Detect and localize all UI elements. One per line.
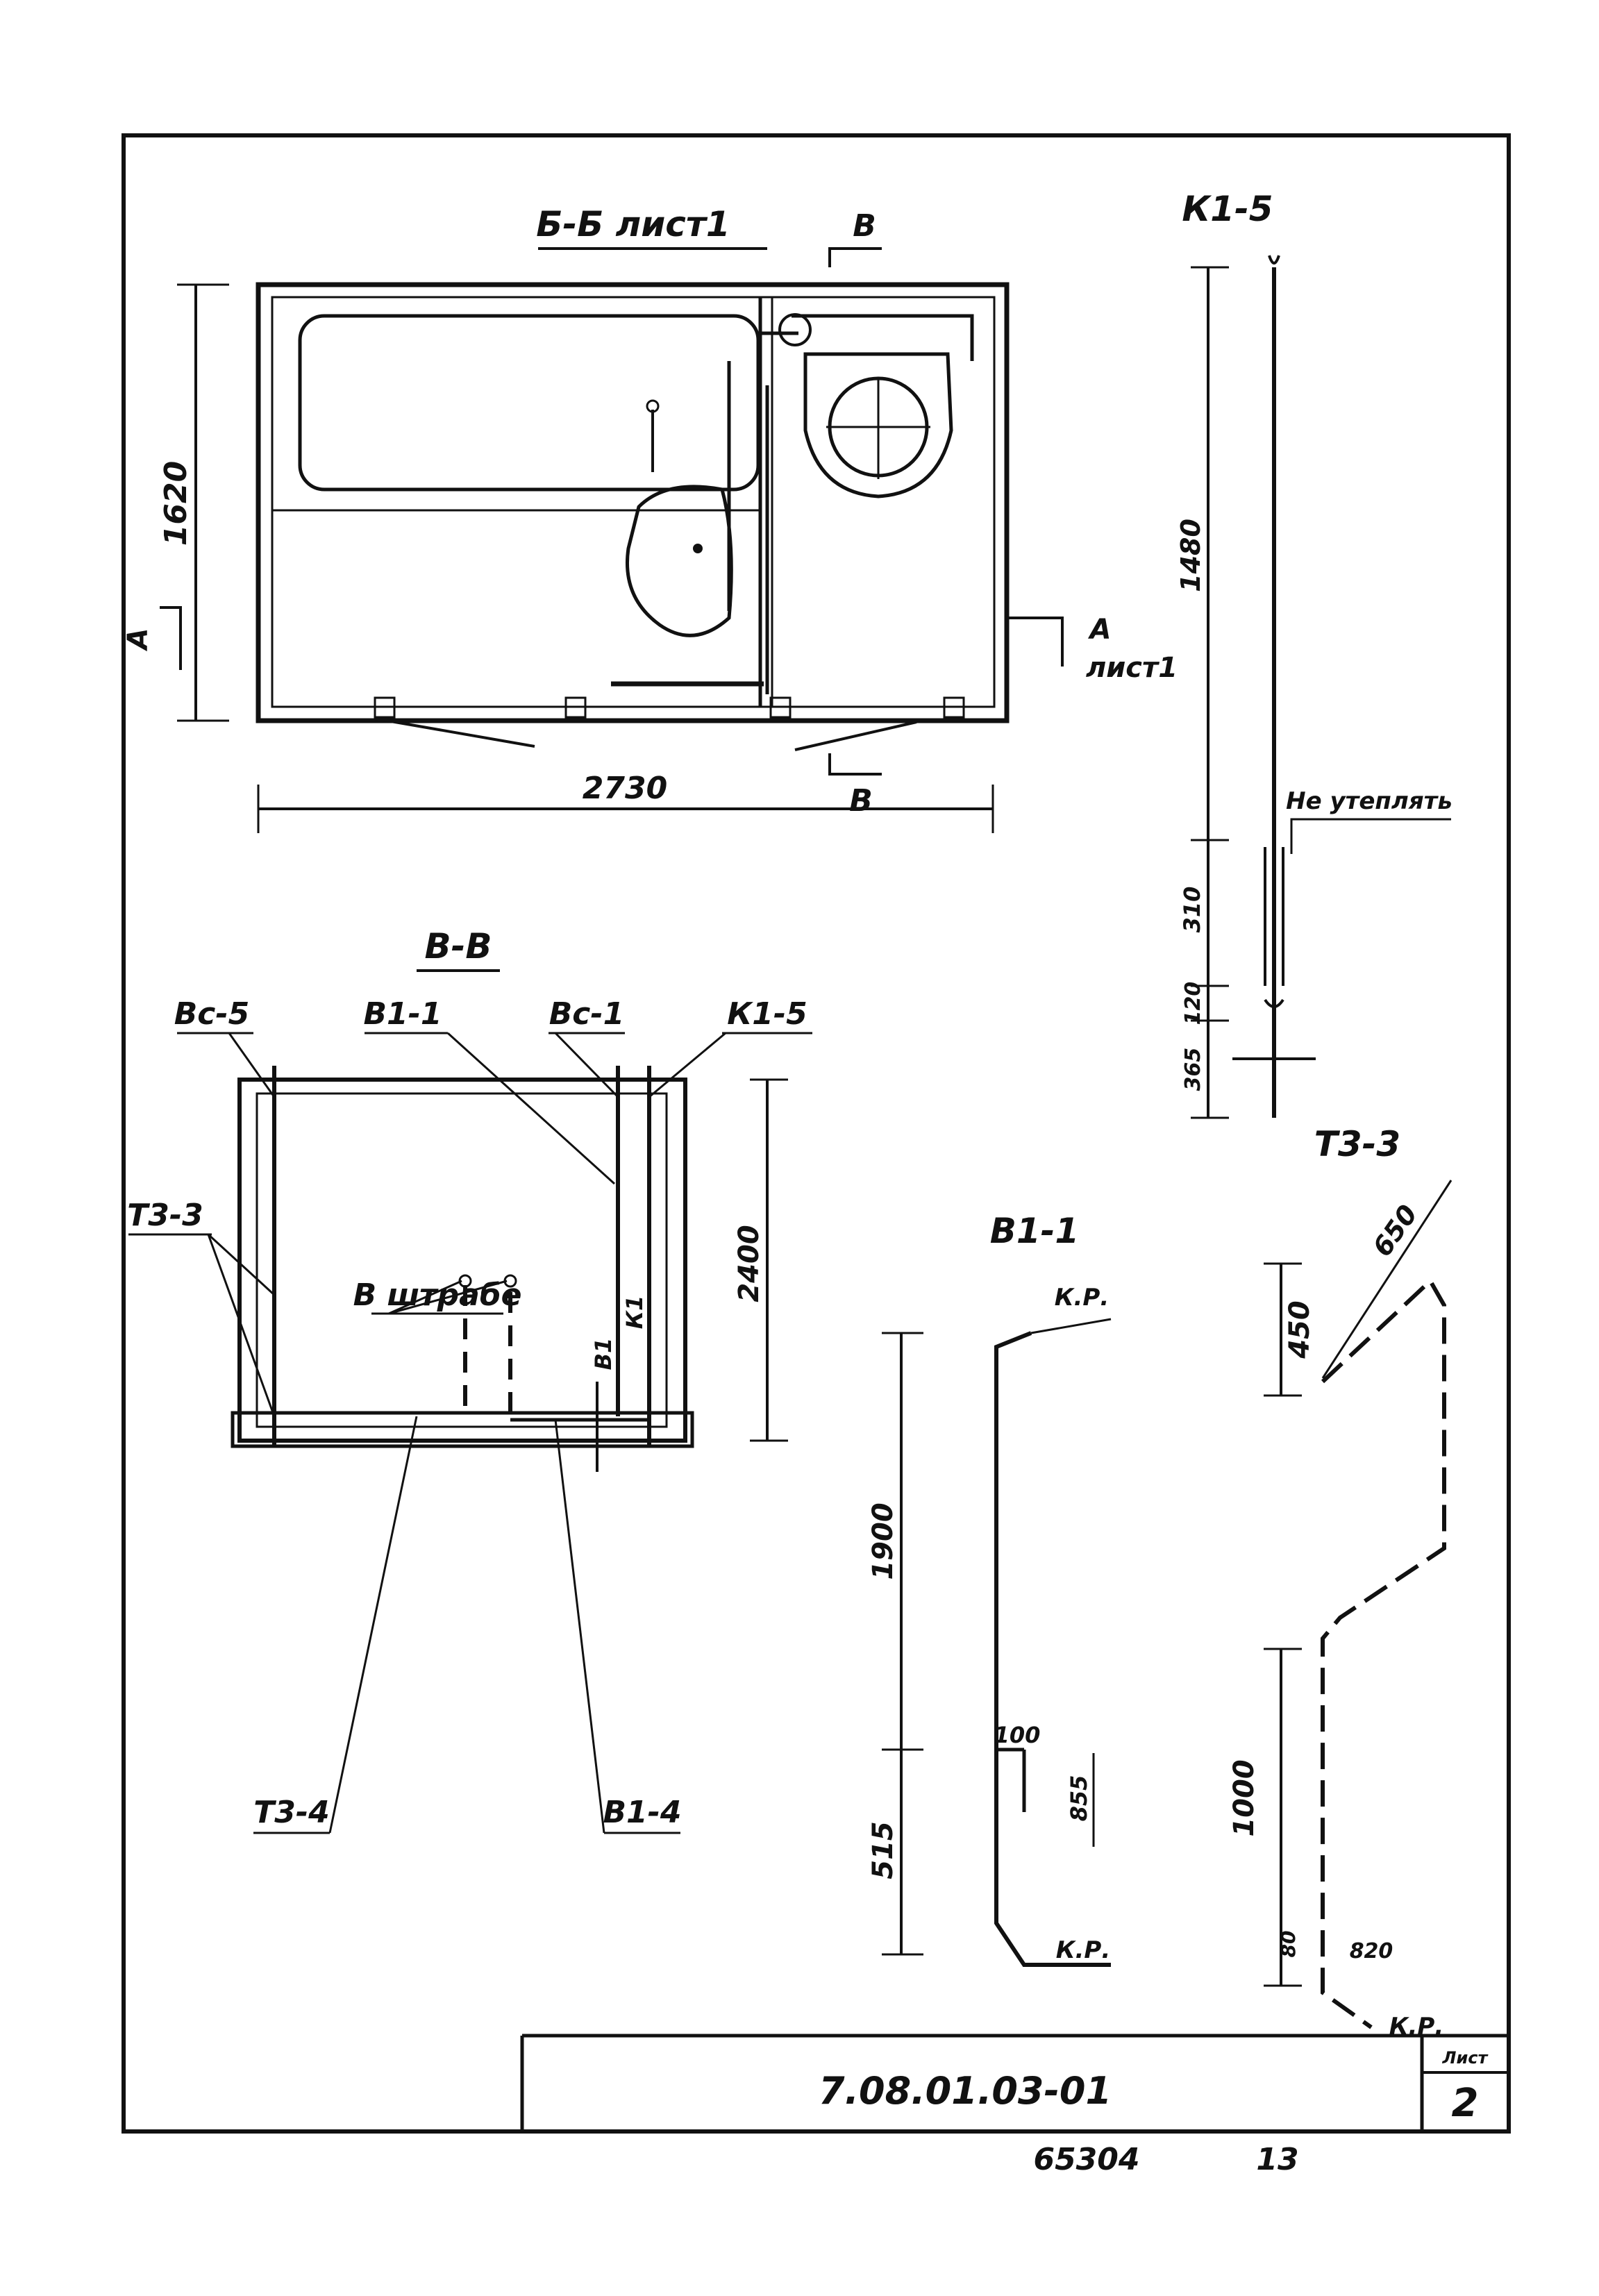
page-number: 13 [1256,2142,1298,2177]
riser-v11-dim-side: 855 [1066,1775,1092,1822]
section-vv-title: В-В [425,926,492,966]
archive-number: 65304 [1033,2142,1139,2177]
section-vv: В-В Вс-5 В1-1 Вс-1 К1-5 Т3-3 В [127,926,812,1834]
riser-t33: Т3-3 650 450 1000 80 820 К.Р. [1228,1124,1453,2041]
title-block-sheet-number: 2 [1452,2081,1479,2126]
label-v11: В1-1 [363,996,442,1032]
riser-v11-top-label: К.Р. [1055,1284,1110,1312]
label-b14: В1-4 [603,1795,681,1830]
section-bb-title: Б-Б лист1 [536,204,730,244]
cut-right-sheet: лист1 [1086,652,1178,684]
washbasin [625,485,733,637]
riser-t33-dim-top: 450 [1284,1300,1316,1359]
pipe-label-k1: К1 [621,1296,648,1329]
riser-t33-bottom-label: К.Р. [1389,2013,1444,2041]
label-vc1: Вс-1 [549,996,625,1032]
title-block-sheet-label: Лист [1442,2048,1489,2068]
section-vv-height-dim: 2400 [733,1225,765,1302]
section-bb-width-dim: 2730 [583,771,667,806]
elevation-outline [237,1078,687,1443]
riser-v11-dim-total: 1900 [867,1502,899,1579]
riser-t33-dim-low-a: 80 [1277,1931,1300,1958]
riser-k15-dim-b: 120 [1181,982,1205,1025]
riser-k15-dim-main: 1480 [1175,519,1206,592]
section-bb-height-dim: 1620 [158,461,194,546]
riser-t33-dim-diag: 650 [1367,1199,1424,1262]
riser-k15-dim-c: 365 [1181,1048,1205,1091]
riser-k15-title: К1-5 [1182,189,1273,229]
riser-v11-title: В1-1 [990,1211,1079,1251]
riser-k15-note: Не утеплять [1286,787,1453,815]
cut-left-label: А [122,628,154,652]
riser-t33-dim-bottom: 1000 [1228,1759,1260,1836]
riser-v11: В1-1 К.Р. К.Р. 1900 515 100 855 [867,1211,1112,1967]
label-t33: Т3-3 [127,1198,203,1233]
label-vshtrabe: В штрабе [353,1277,522,1313]
bathtub [298,314,760,492]
label-k15: К1-5 [727,996,807,1032]
cut-label-top: В [853,208,876,244]
title-block-code: 7.08.01.03-01 [819,2069,1112,2113]
riser-k15-dim-a: 310 [1179,887,1205,933]
riser-t33-dim-low-b: 820 [1350,1939,1393,1963]
room-outline [256,282,1010,723]
riser-v11-bottom-label: К.Р. [1056,1936,1111,1964]
riser-k15: К1-5 1480 310 120 365 Не утеплять [1175,189,1453,1119]
toilet [803,352,953,498]
cut-label-bottom: В [849,783,873,819]
section-bb: Б-Б лист1 1620 [122,204,1178,833]
label-t34: Т3-4 [253,1795,330,1830]
title-block: 7.08.01.03-01 Лист 2 [520,2034,1509,2131]
pipe-label-v1: В1 [590,1338,617,1371]
cut-right-label: А [1088,614,1112,646]
sheet-frame [122,133,1511,2134]
riser-t33-title: Т3-3 [1314,1124,1400,1164]
riser-v11-dim-low: 515 [867,1821,899,1879]
label-vc5: Вс-5 [174,996,250,1032]
riser-v11-dim-branch: 100 [994,1722,1041,1748]
